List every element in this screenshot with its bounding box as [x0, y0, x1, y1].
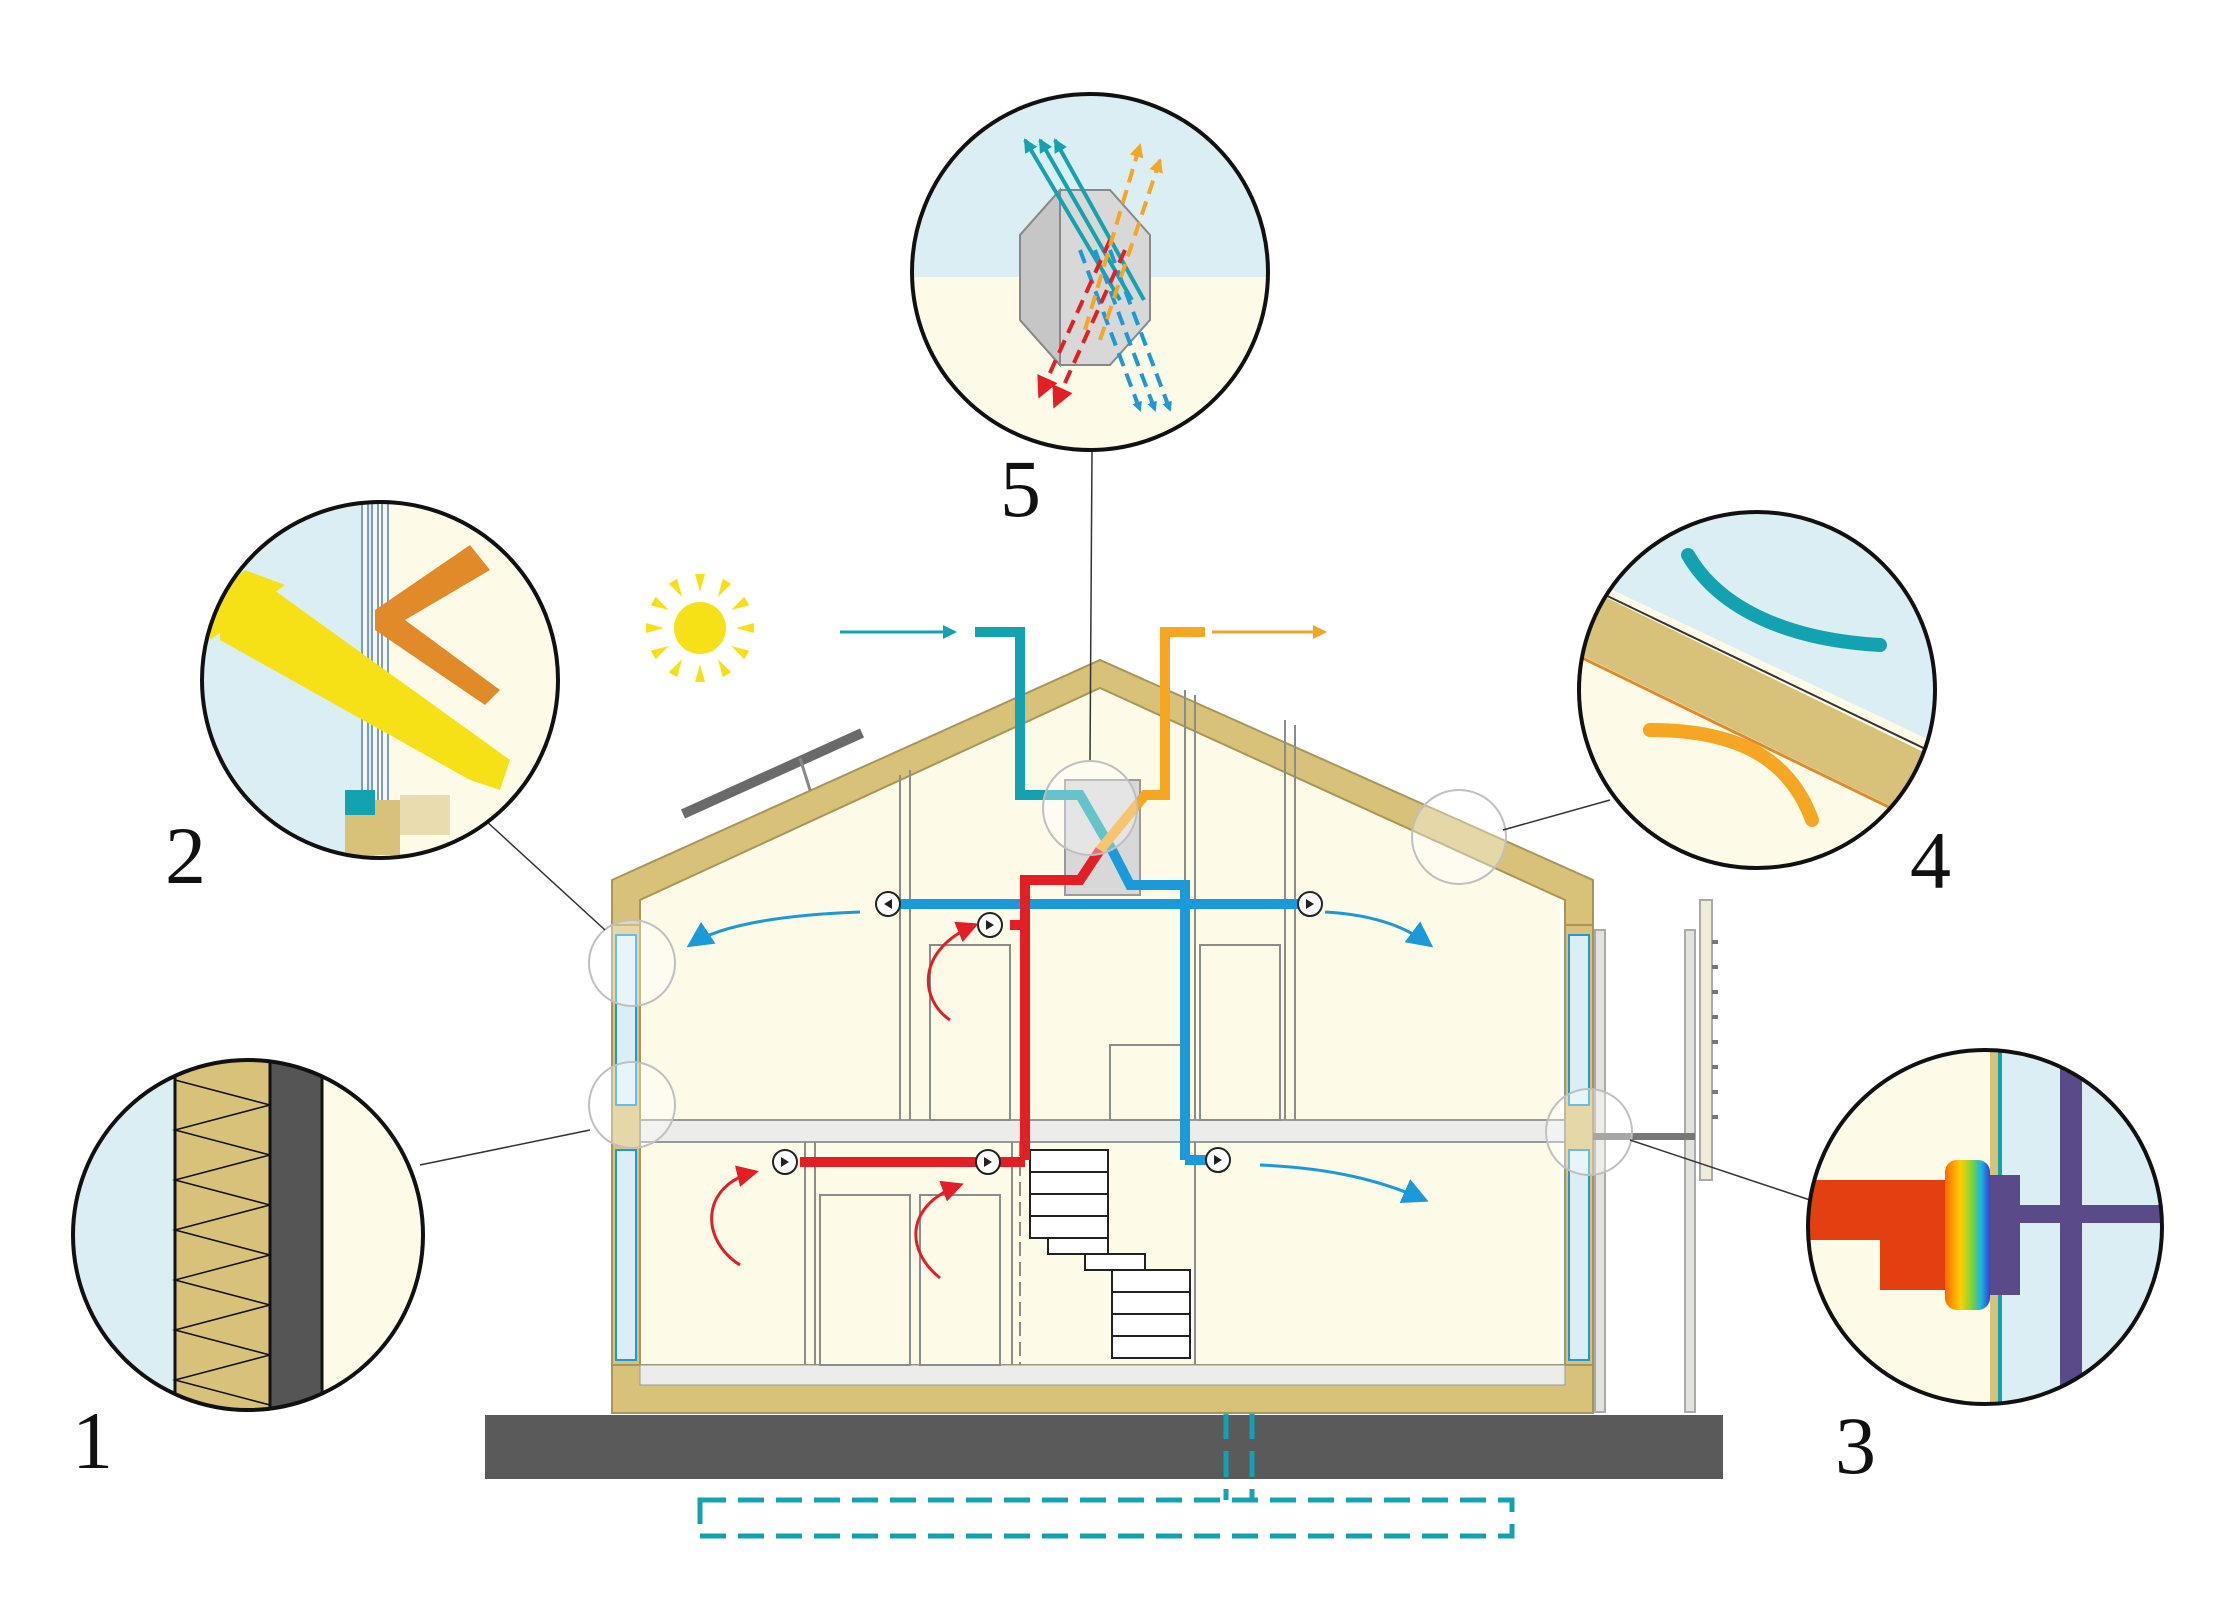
- sun-icon: [646, 574, 754, 682]
- shading-louvers: [1712, 940, 1718, 1119]
- windows-right: [1568, 934, 1590, 1361]
- extract-air-duct: [1020, 847, 1105, 1160]
- outside-air-flow-arrow: [1681, 548, 1887, 652]
- supply-air-duct-upper: [1107, 847, 1190, 1160]
- callout-number-2: 2: [165, 810, 206, 901]
- callout-number-5: 5: [1000, 443, 1041, 534]
- detail-markers: [588, 760, 1633, 1176]
- callout-2-window-solar-gain: [202, 502, 558, 858]
- ventilation-system: [686, 625, 1434, 1280]
- solar-panel-icon: [680, 728, 865, 819]
- balcony-slab: [1593, 1133, 1695, 1140]
- outside-air-duct: [975, 627, 1117, 853]
- ground-slab: [485, 1415, 1723, 1479]
- extract-airflow-arrow: [926, 921, 979, 1022]
- supply-airflow-arrow: [686, 910, 861, 948]
- ground-floor-slab: [639, 1364, 1566, 1386]
- supply-airflow-arrow: [1324, 910, 1434, 948]
- callout-4-airtight-envelope: [1579, 512, 1935, 868]
- callout-number-4: 4: [1910, 815, 1951, 906]
- intermediate-floor: [639, 1119, 1566, 1143]
- inside-air-flow-arrow: [1643, 723, 1819, 827]
- callout-number-3: 3: [1835, 1400, 1876, 1491]
- extract-airflow-arrow: [710, 1165, 759, 1267]
- callout-1-wall-section: [73, 1060, 423, 1410]
- extract-airflow-arrow: [914, 1180, 964, 1280]
- house-section: [611, 658, 1718, 1414]
- staircase: [1029, 1149, 1191, 1359]
- leader-lines: [419, 449, 1811, 1201]
- supply-airflow-arrow: [1259, 1163, 1429, 1203]
- heat-exchanger-icon: [1019, 187, 1151, 368]
- exhaust-air-duct: [1096, 627, 1205, 854]
- house-interior: [640, 678, 1560, 1380]
- callout-3-thermal-bridge: [1808, 1050, 2162, 1404]
- callout-number-1: 1: [72, 1395, 113, 1486]
